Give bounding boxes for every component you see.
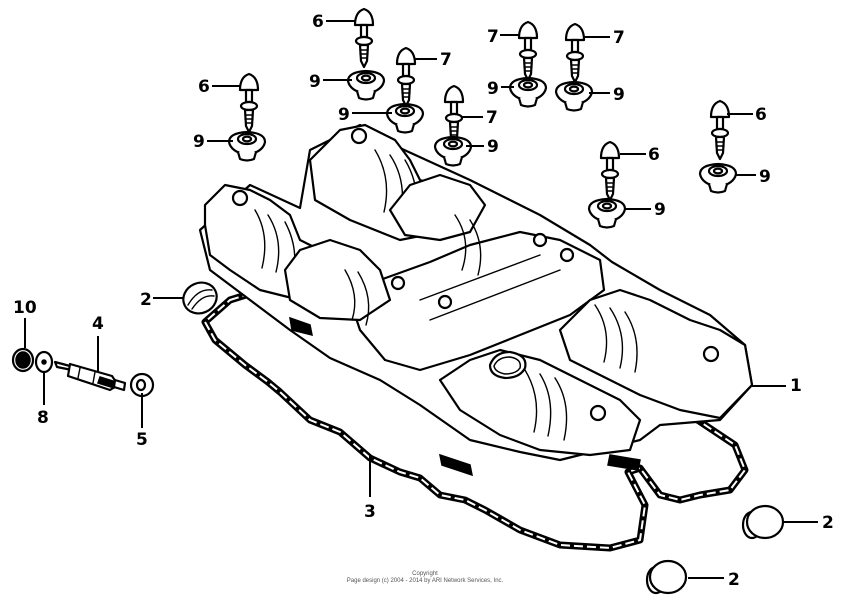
callout-number: 7 [487, 27, 499, 47]
grommet-g[interactable] [587, 197, 627, 229]
callout-number: 9 [613, 85, 625, 105]
callout-number: 6 [755, 105, 767, 125]
grommet-f[interactable] [554, 80, 594, 112]
cap-bolt-b[interactable] [353, 7, 375, 69]
callout-number: 9 [338, 105, 350, 125]
callout-grommet-d[interactable]: 9 [466, 137, 499, 157]
callout-grommet-c[interactable]: 9 [338, 105, 392, 125]
cap-bolt-h[interactable] [564, 22, 586, 84]
callout-cap-bolt-a[interactable]: 6 [198, 77, 240, 97]
callout-cap-bolt-e[interactable]: 7 [414, 50, 452, 70]
callout-number: 9 [193, 132, 205, 152]
end-plug-right-lower[interactable] [645, 559, 688, 595]
callout-grommet-f[interactable]: 9 [589, 85, 625, 105]
grommet-b[interactable] [346, 69, 386, 101]
callout-cap-bolt-h[interactable]: 7 [584, 28, 625, 48]
grommet-e[interactable] [508, 76, 548, 108]
callout-number: 1 [790, 376, 802, 396]
callout-number: 3 [364, 502, 376, 522]
callout-number: 9 [487, 79, 499, 99]
callout-number: 9 [654, 200, 666, 220]
callout-washer-8[interactable]: 8 [37, 372, 49, 428]
callout-number: 6 [198, 77, 210, 97]
washer-5[interactable] [129, 372, 155, 398]
cap-bolt-d[interactable] [709, 99, 731, 161]
cap-bolt-f[interactable] [443, 84, 465, 146]
callout-head-cover[interactable]: 1 [752, 376, 802, 396]
callout-number: 10 [13, 298, 37, 318]
callout-number: 9 [759, 167, 771, 187]
head-cover[interactable] [198, 123, 754, 477]
callout-sensor-bolt[interactable]: 4 [92, 314, 104, 372]
grommet-a[interactable] [227, 130, 267, 162]
callout-number: 5 [136, 430, 148, 450]
callout-grommet-h[interactable]: 9 [735, 167, 771, 187]
cap-bolt-a[interactable] [238, 72, 260, 134]
callout-number: 8 [37, 408, 49, 428]
callout-number: 7 [486, 108, 498, 128]
callout-grommet-e[interactable]: 9 [487, 79, 514, 99]
callout-number: 2 [728, 570, 740, 590]
callout-cap-bolt-g[interactable]: 7 [487, 27, 519, 47]
washer-8[interactable] [34, 350, 54, 374]
callout-cap-bolt-d[interactable]: 6 [727, 105, 767, 125]
callout-washer-5[interactable]: 5 [136, 393, 148, 450]
callout-end-plug-right-lower[interactable]: 2 [688, 570, 740, 590]
callout-grommet-a[interactable]: 9 [193, 132, 233, 152]
callout-number: 6 [312, 12, 324, 32]
callout-number: 7 [440, 50, 452, 70]
callout-cap-bolt-b[interactable]: 6 [312, 12, 355, 32]
callout-breather-plug-left[interactable]: 2 [140, 290, 183, 310]
callout-head-cover-gasket[interactable]: 3 [364, 455, 376, 522]
callout-cap-bolt-f[interactable]: 7 [462, 108, 498, 128]
cap-bolt-c[interactable] [599, 140, 621, 202]
callout-number: 9 [487, 137, 499, 157]
grommet-c[interactable] [385, 102, 425, 134]
callout-end-plug-right-upper[interactable]: 2 [784, 513, 834, 533]
callout-number: 4 [92, 314, 104, 334]
grommet-d[interactable] [433, 135, 473, 167]
callout-number: 2 [822, 513, 834, 533]
grommet-h[interactable] [698, 162, 738, 194]
callout-cap-bolt-c[interactable]: 6 [620, 145, 660, 165]
callout-number: 2 [140, 290, 152, 310]
callout-number: 9 [309, 72, 321, 92]
copyright-line-1: Copyright [412, 571, 438, 577]
sensor-bolt[interactable] [53, 360, 127, 392]
cap-bolt-e[interactable] [395, 46, 417, 108]
callout-number: 7 [613, 28, 625, 48]
cap-bolt-g[interactable] [517, 20, 539, 82]
copyright-line-2: Page design (c) 2004 - 2014 by ARI Netwo… [346, 578, 504, 584]
callout-number: 6 [648, 145, 660, 165]
callout-nut-10[interactable]: 10 [13, 298, 37, 348]
callout-grommet-b[interactable]: 9 [309, 72, 352, 92]
callout-grommet-g[interactable]: 9 [624, 200, 666, 220]
end-plug-right-upper[interactable] [741, 504, 785, 540]
nut-10[interactable] [11, 347, 35, 373]
breather-plug-left[interactable] [178, 277, 221, 319]
